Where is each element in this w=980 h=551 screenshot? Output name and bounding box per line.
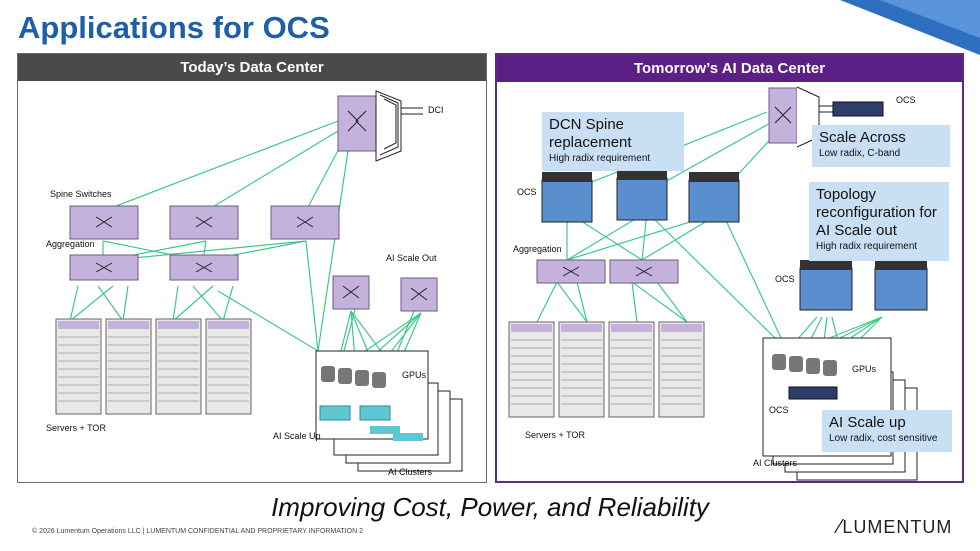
dci-switch: [337, 90, 423, 162]
spine-switch-group: [69, 205, 340, 240]
ocs-spine-label: OCS: [517, 187, 537, 197]
ocs-top-label: OCS: [896, 95, 916, 105]
todays-data-center-panel: Today’s Data Center: [17, 53, 487, 483]
ai-scale-up-label: AI Scale Up: [273, 431, 321, 441]
lumentum-logo: ⁄LUMENTUM: [838, 516, 952, 539]
callout-ai-scale-up: AI Scale up Low radix, cost sensitive: [822, 410, 952, 452]
tomorrows-ai-data-center-panel: Tomorrow’s AI Data Center: [495, 53, 964, 483]
aggregation-switch-group: [536, 259, 679, 284]
dci-label: DCI: [428, 105, 444, 115]
aggregation-label: Aggregation: [46, 239, 95, 249]
callout-scale-across-title: Scale Across: [819, 129, 906, 146]
ocs-spine-units: [541, 170, 740, 223]
spine-switches-label: Spine Switches: [50, 189, 112, 199]
callout-scale-up-sub: Low radix, cost sensitive: [829, 433, 938, 444]
servers-tor-label: Servers + TOR: [46, 423, 106, 433]
server-racks: [508, 321, 705, 418]
callout-dcn-spine: DCN Spine replacement High radix require…: [542, 112, 684, 171]
footer-text: © 2026 Lumentum Operations LLC | LUMENTU…: [32, 528, 364, 535]
logo-mark-icon: ⁄: [838, 516, 843, 538]
ai-cluster-stack: [315, 350, 463, 472]
callout-scale-across-sub: Low radix, C-band: [819, 148, 901, 159]
scale-out-switch-group: [332, 275, 438, 312]
slide-tagline: Improving Cost, Power, and Reliability: [271, 492, 709, 522]
callout-scale-across: Scale Across Low radix, C-band: [812, 125, 950, 167]
aggregation-label: Aggregation: [513, 244, 562, 254]
callout-topology-sub: High radix requirement: [816, 241, 918, 252]
corner-decoration: [840, 0, 980, 55]
ocs-cluster-label: OCS: [769, 405, 789, 415]
gpus-label: GPUs: [852, 364, 877, 374]
callout-scale-up-title: AI Scale up: [829, 414, 906, 431]
callout-topology: Topology reconfiguration for AI Scale ou…: [809, 182, 949, 261]
ai-clusters-label: AI Clusters: [753, 458, 798, 468]
server-racks: [55, 318, 252, 415]
ocs-topology-label: OCS: [775, 274, 795, 284]
servers-tor-label: Servers + TOR: [525, 430, 585, 440]
ai-clusters-label: AI Clusters: [388, 467, 433, 477]
callout-topology-title: Topology reconfiguration for AI Scale ou…: [816, 186, 937, 239]
logo-text: LUMENTUM: [842, 517, 953, 537]
panel-header-today: Today’s Data Center: [18, 54, 486, 81]
panel-header-tomorrow: Tomorrow’s AI Data Center: [497, 55, 962, 82]
ocs-topology-units: [799, 260, 928, 311]
gpus-label: GPUs: [402, 370, 427, 380]
ai-scale-out-label: AI Scale Out: [386, 253, 437, 263]
callout-dcn-title: DCN Spine replacement: [549, 116, 632, 151]
callout-dcn-sub: High radix requirement: [549, 153, 651, 164]
aggregation-switch-group: [69, 254, 239, 281]
slide-title: Applications for OCS: [18, 10, 330, 45]
todays-network-diagram: DCI Spine Switches Aggregation AI Scale …: [46, 90, 463, 477]
